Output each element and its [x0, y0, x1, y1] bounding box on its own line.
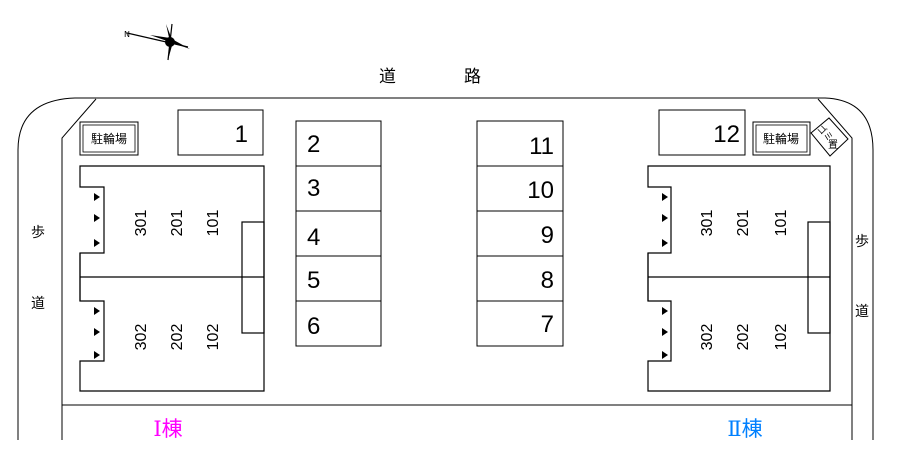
parking-space-1-number: 1 — [235, 121, 248, 148]
bicycle-parking-right: 駐輪場 — [752, 121, 811, 156]
parking-space-5-number: 5 — [307, 267, 320, 294]
parking-space-9-number: 9 — [541, 222, 554, 249]
parking-space-8-number: 8 — [541, 267, 554, 294]
sidewalk-left-char-2: 道 — [31, 296, 45, 312]
building-2-label: Ⅱ棟 — [727, 417, 762, 441]
parking-space-11-number: 11 — [529, 133, 554, 160]
road-label: 道 路 — [379, 67, 481, 87]
building-1-unit-301: 301 — [133, 210, 150, 237]
building-2-unit-302: 302 — [699, 324, 716, 351]
building-1-unit-202: 202 — [169, 324, 186, 351]
garbage-area: ゴミ 置 — [810, 117, 849, 157]
garbage-label-2: 置 — [828, 139, 838, 151]
parking-space-2-number: 2 — [307, 131, 320, 158]
building-2-unit-301: 301 — [699, 210, 716, 237]
building-2-unit-102: 102 — [773, 324, 790, 351]
parking-space-6-number: 6 — [307, 313, 320, 340]
building-1-unit-101: 101 — [205, 210, 222, 237]
parking-space-12: 12 — [658, 109, 746, 156]
building-2-unit-202: 202 — [735, 324, 752, 351]
parking-space-10-number: 10 — [527, 177, 554, 204]
parking-space-3-number: 3 — [307, 175, 320, 202]
building-1: 301 201 101 302 202 102 — [79, 165, 265, 392]
svg-text:N: N — [124, 30, 130, 39]
parking-column-left: 2 3 4 5 6 — [295, 120, 382, 347]
sidewalk-right-char-1: 歩 — [855, 234, 869, 250]
building-1-unit-302: 302 — [133, 324, 150, 351]
bicycle-parking-left-label: 駐輪場 — [91, 131, 127, 146]
bicycle-parking-right-label: 駐輪場 — [763, 131, 799, 146]
parking-column-right: 11 10 9 8 7 — [476, 120, 564, 347]
bicycle-parking-left: 駐輪場 — [79, 121, 139, 156]
parking-space-12-number: 12 — [713, 121, 740, 148]
sidewalk-right-char-2: 道 — [855, 304, 869, 320]
parking-space-7-number: 7 — [541, 311, 554, 338]
building-2-unit-101: 101 — [773, 210, 790, 237]
building-2-entrance-arrows — [662, 193, 668, 359]
building-1-label: Ⅰ棟 — [153, 417, 182, 441]
parking-space-1: 1 — [177, 109, 264, 156]
building-2-unit-201: 201 — [735, 210, 752, 237]
building-1-unit-201: 201 — [169, 210, 186, 237]
parking-space-4-number: 4 — [307, 224, 320, 251]
building-2: 301 201 101 302 202 102 — [647, 165, 831, 392]
compass-icon: N — [124, 23, 190, 61]
building-1-unit-102: 102 — [205, 324, 222, 351]
building-1-entrance-arrows — [94, 193, 100, 359]
site-boundary — [17, 97, 874, 440]
sidewalk-left-char-1: 歩 — [31, 225, 45, 241]
